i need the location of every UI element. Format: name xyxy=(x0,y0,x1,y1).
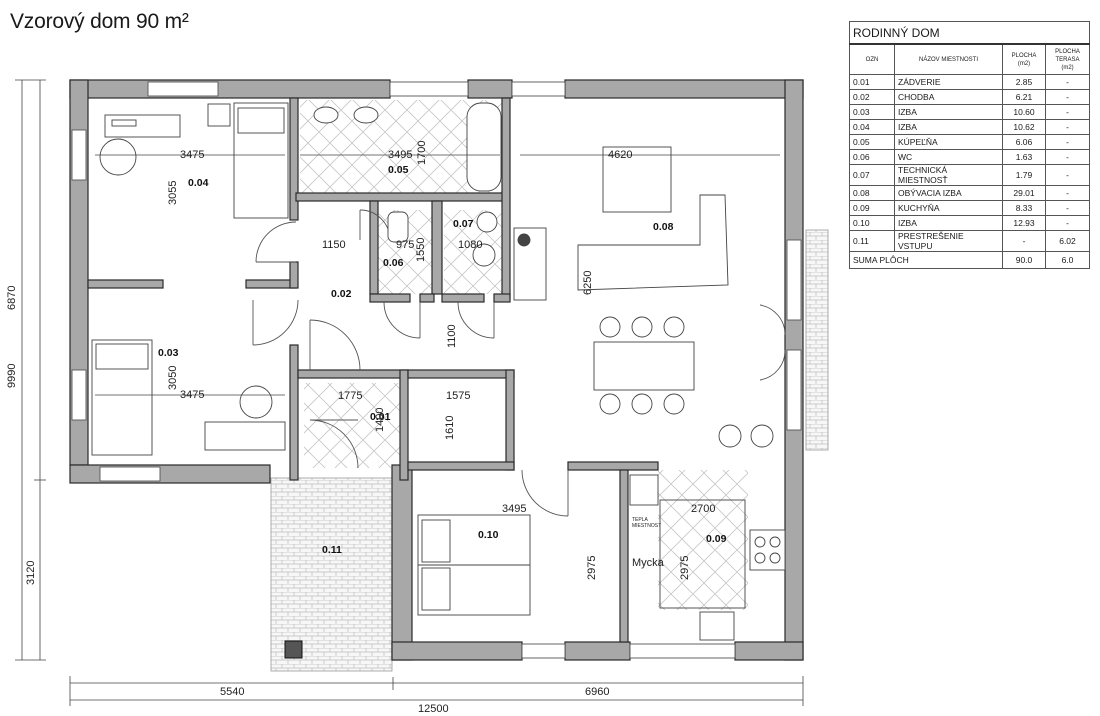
heat-room-label-2: MIESTNOST xyxy=(632,523,661,529)
header-name: NÁZOV MIESTNOSTI xyxy=(894,43,1003,75)
room-label-0.11: 0.11 xyxy=(322,544,342,556)
room-label-0.06: 0.06 xyxy=(383,257,404,269)
header-terrace: PLOCHA TERASA (m2) xyxy=(1045,43,1090,75)
dim-2975-room: 2975 xyxy=(586,556,598,580)
dishwasher xyxy=(629,474,659,506)
dim-3055: 3055 xyxy=(167,181,179,205)
dim-5540: 5540 xyxy=(220,686,244,698)
sum-terrace: 6.0 xyxy=(1045,251,1090,269)
dim-975: 975 xyxy=(396,239,414,251)
table-header-row: OZN NÁZOV MIESTNOSTI PLOCHA (m2) PLOCHA … xyxy=(849,43,1090,75)
sum-label: SUMA PLÔCH xyxy=(849,251,1003,269)
dim-4620: 4620 xyxy=(608,149,632,161)
dim-1400: 1400 xyxy=(374,408,386,432)
entrance-terrace xyxy=(270,477,393,672)
header-area: PLOCHA (m2) xyxy=(1002,43,1046,75)
dim-3475-top: 3475 xyxy=(180,149,204,161)
mycka-label: Mycka xyxy=(632,557,665,569)
page-title: Vzorový dom 90 m² xyxy=(10,10,189,33)
dim-9990: 9990 xyxy=(6,364,18,388)
room-label-0.07: 0.07 xyxy=(453,218,474,230)
dim-1700: 1700 xyxy=(416,141,428,165)
windows xyxy=(71,81,802,659)
room-label-0.05: 0.05 xyxy=(388,164,409,176)
bathtub xyxy=(466,102,502,192)
sink xyxy=(313,106,339,124)
kitchen-sink xyxy=(699,611,735,641)
dim-1100: 1100 xyxy=(446,324,458,348)
dim-12500: 12500 xyxy=(418,703,449,715)
dim-6960: 6960 xyxy=(585,686,609,698)
sink xyxy=(353,106,379,124)
entrance-post xyxy=(284,640,303,659)
sum-area: 90.0 xyxy=(1002,251,1046,269)
table-title: RODINNÝ DOM xyxy=(849,21,1090,45)
dim-1080: 1080 xyxy=(458,239,482,251)
dim-3475-bottom: 3475 xyxy=(180,389,204,401)
dim-1775: 1775 xyxy=(338,390,362,402)
dim-1550: 1550 xyxy=(415,238,427,262)
washer xyxy=(472,243,496,267)
header-ozn: OZN xyxy=(849,43,895,75)
dim-3050: 3050 xyxy=(167,366,179,390)
room-labels: 0.01 0.02 0.03 0.04 0.05 0.06 0.07 0.08 … xyxy=(158,164,727,556)
room-label-0.02: 0.02 xyxy=(331,288,352,300)
table xyxy=(99,138,137,176)
sofa xyxy=(577,194,729,291)
dimension-lines xyxy=(15,79,804,706)
room-label-0.01: 0.01 xyxy=(370,411,391,423)
dim-3120: 3120 xyxy=(25,561,37,585)
nightstand xyxy=(207,103,231,127)
room-label-0.03: 0.03 xyxy=(158,347,179,359)
dim-1150: 1150 xyxy=(322,239,346,251)
armchair xyxy=(602,146,672,213)
dining-table xyxy=(593,341,695,391)
table-sum-row: SUMA PLÔCH 90.0 6.0 xyxy=(849,251,1090,269)
floor-plan: 0.01 0.02 0.03 0.04 0.05 0.06 0.07 0.08 … xyxy=(6,79,829,715)
side-terrace xyxy=(805,229,829,451)
boiler xyxy=(476,211,498,233)
room-label-0.04: 0.04 xyxy=(188,177,209,189)
heat-room-label-1: TEPLA xyxy=(632,517,649,523)
dim-3495-bath: 3495 xyxy=(388,149,412,161)
furniture xyxy=(91,102,786,641)
room-label-0.09: 0.09 xyxy=(706,533,727,545)
dim-2700: 2700 xyxy=(691,503,715,515)
cooktop xyxy=(749,529,786,571)
dim-1575: 1575 xyxy=(446,390,470,402)
desk xyxy=(204,421,286,451)
dimension-values: 3475 3055 3495 1700 4620 1150 975 1550 1… xyxy=(6,141,715,715)
toilet xyxy=(387,211,409,243)
annotations: Mycka TEPLA MIESTNOST xyxy=(632,517,665,569)
room-label-0.08: 0.08 xyxy=(653,221,674,233)
dim-1610: 1610 xyxy=(444,416,456,440)
dim-3495-room: 3495 xyxy=(502,503,526,515)
dim-2975-kitchen: 2975 xyxy=(679,556,691,580)
dim-6870: 6870 xyxy=(6,286,18,310)
room-label-0.10: 0.10 xyxy=(478,529,499,541)
dim-6250: 6250 xyxy=(582,271,594,295)
table xyxy=(239,385,273,419)
pillow xyxy=(237,107,285,134)
laptop xyxy=(111,119,137,127)
room-area-table: RODINNÝ DOM OZN NÁZOV MIESTNOSTI PLOCHA … xyxy=(849,21,1090,269)
